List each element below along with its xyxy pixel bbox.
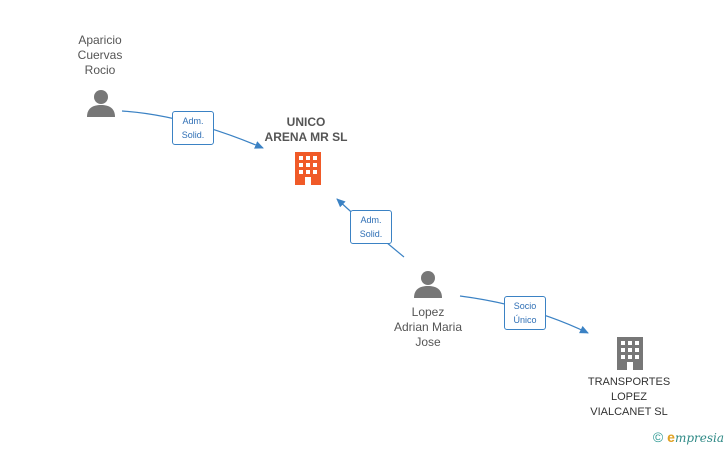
edge-label-lopez-transportes[interactable]: Socio Único <box>504 296 546 330</box>
brand-logo-text: mpresia <box>674 431 724 445</box>
node-label-lopez[interactable]: Lopez Adrian Maria Jose <box>393 305 463 349</box>
copyright-symbol: © <box>652 429 664 445</box>
edge-label-aparicio-unico[interactable]: Adm. Solid. <box>172 111 214 145</box>
footer-brand: ©empresia <box>653 429 724 445</box>
node-label-aparicio[interactable]: Aparicio Cuervas Rocio <box>77 33 123 77</box>
building-icon[interactable] <box>614 335 646 371</box>
person-icon <box>414 271 442 298</box>
person-icon <box>87 90 115 117</box>
brand-logo-e: e <box>667 429 675 445</box>
edge-label-lopez-unico[interactable]: Adm. Solid. <box>350 210 392 244</box>
node-label-transportes[interactable]: TRANSPORTES LOPEZ VIALCANET SL <box>587 376 671 418</box>
building-icon[interactable] <box>292 150 324 186</box>
node-label-unico[interactable]: UNICO ARENA MR SL <box>264 115 348 144</box>
